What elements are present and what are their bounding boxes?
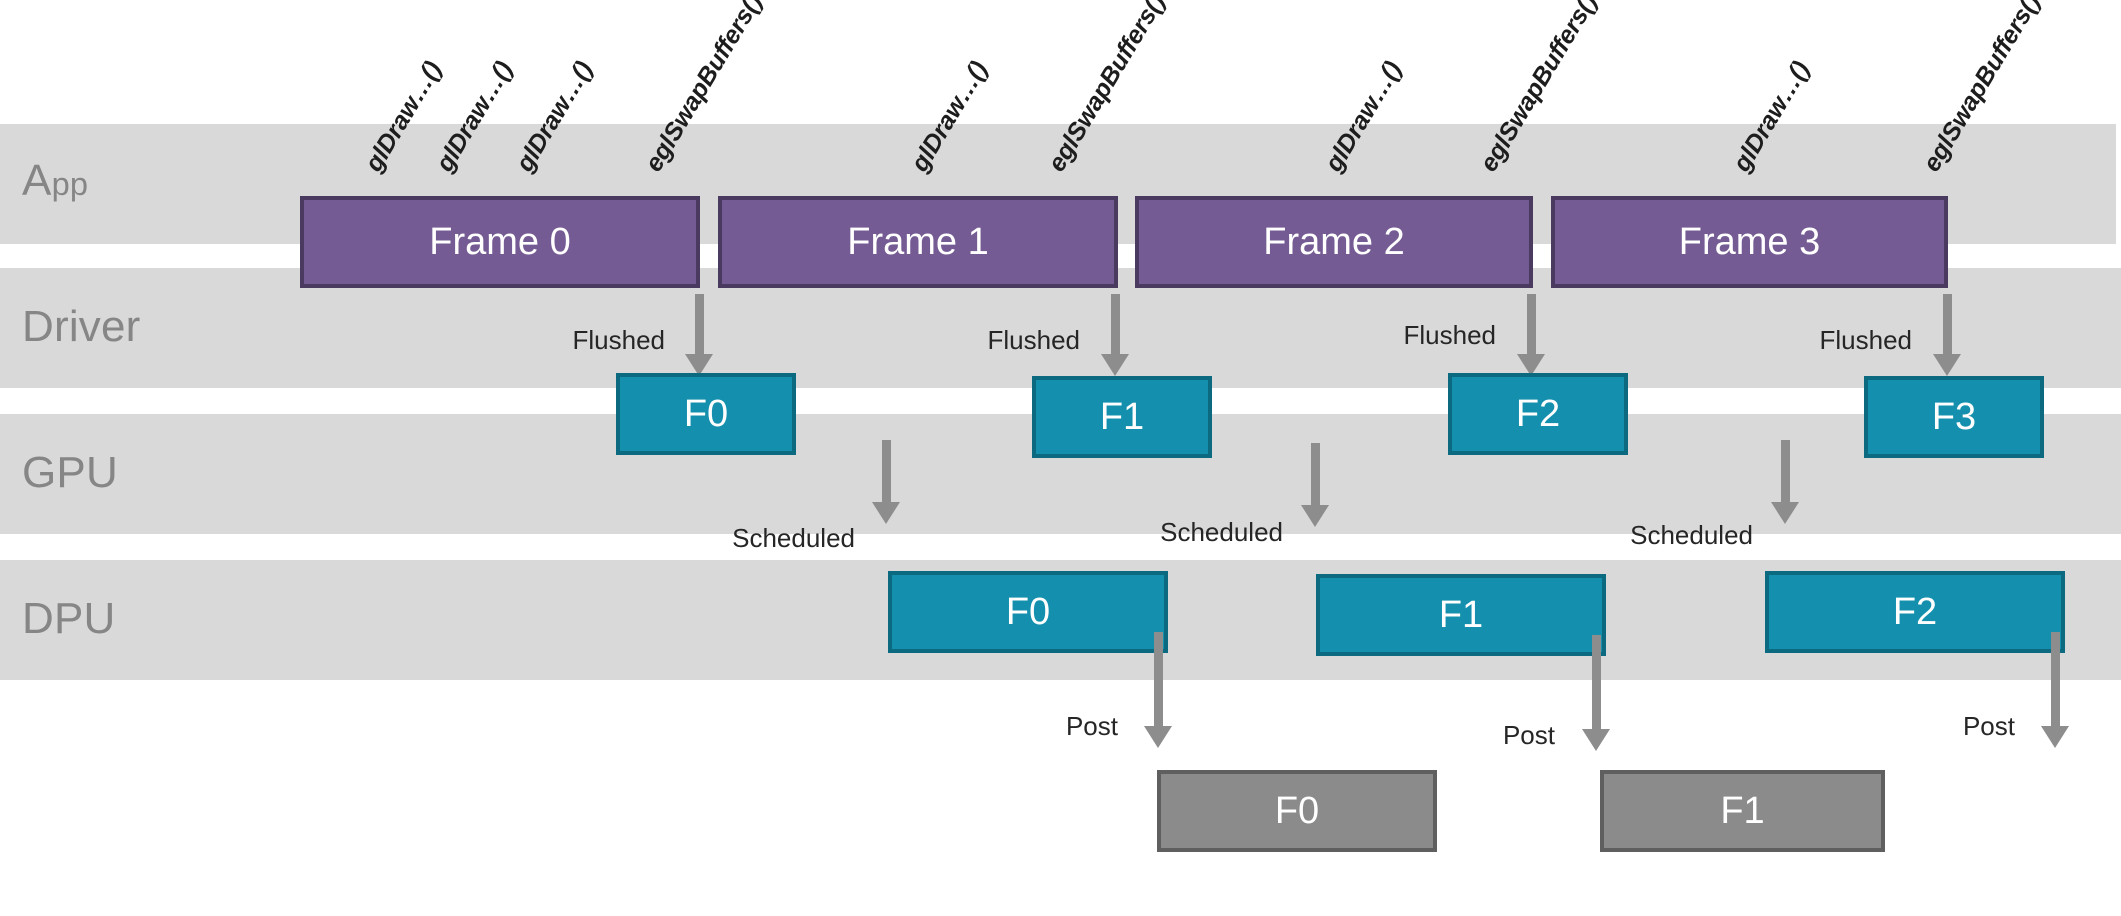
arrow-head — [1933, 354, 1961, 376]
arrow-shaft — [1591, 635, 1601, 729]
transition-label-post-0: Post — [1065, 711, 1118, 741]
transition-label-scheduled-1: Scheduled — [1160, 517, 1283, 547]
transition-arrow-scheduled-0 — [871, 440, 901, 524]
arrow-head — [1301, 505, 1329, 527]
arrow-head — [1144, 726, 1172, 748]
driver-frame-block-0[interactable]: F0 — [616, 373, 796, 455]
lane-label-gpu-text: GPU — [22, 448, 118, 497]
arrow-head — [685, 354, 713, 376]
app-frame-block-1[interactable]: Frame 1 — [718, 196, 1118, 288]
lane-band-driver — [0, 268, 2121, 388]
driver-frame-block-2[interactable]: F2 — [1448, 373, 1628, 455]
arrow-head — [1517, 354, 1545, 376]
arrow-shaft — [1942, 294, 1952, 354]
arrow-head — [1101, 354, 1129, 376]
arrow-head — [1771, 502, 1799, 524]
gpu-frame-block-2[interactable]: F2 — [1765, 571, 2065, 653]
gpu-frame-block-0[interactable]: F0 — [888, 571, 1168, 653]
gpu-frame-block-1[interactable]: F1 — [1316, 574, 1606, 656]
transition-arrow-flushed-2 — [1516, 294, 1546, 376]
transition-arrow-post-1 — [1581, 635, 1611, 751]
arrow-shaft — [881, 440, 891, 502]
lane-label-gpu: GPU — [22, 448, 118, 498]
lane-label-driver-text: Driver — [22, 302, 141, 351]
app-frame-block-2[interactable]: Frame 2 — [1135, 196, 1533, 288]
transition-arrow-flushed-3 — [1932, 294, 1962, 376]
transition-arrow-flushed-0 — [684, 294, 714, 376]
lane-label-app-first: A — [22, 156, 52, 205]
transition-arrow-post-2 — [2040, 632, 2070, 748]
transition-arrow-scheduled-1 — [1300, 443, 1330, 527]
arrow-shaft — [1153, 632, 1163, 726]
arrow-head — [872, 502, 900, 524]
dpu-frame-block-1[interactable]: F1 — [1600, 770, 1885, 852]
transition-label-scheduled-0: Scheduled — [732, 523, 855, 553]
dpu-frame-block-0[interactable]: F0 — [1157, 770, 1437, 852]
transition-label-flushed-3: Flushed — [1819, 325, 1913, 355]
transition-arrow-post-0 — [1143, 632, 1173, 748]
arrow-shaft — [1110, 294, 1120, 354]
lane-label-app-rest: pp — [51, 166, 89, 202]
app-frame-block-0[interactable]: Frame 0 — [300, 196, 700, 288]
transition-label-post-1: Post — [1502, 720, 1555, 750]
lane-label-dpu: DPU — [22, 594, 116, 644]
arrow-shaft — [1780, 440, 1790, 502]
arrow-shaft — [2050, 632, 2060, 726]
driver-frame-block-3[interactable]: F3 — [1864, 376, 2044, 458]
transition-label-flushed-2: Flushed — [1403, 320, 1497, 350]
transition-label-scheduled-2: Scheduled — [1630, 520, 1753, 550]
transition-arrow-flushed-1 — [1100, 294, 1130, 376]
arrow-head — [1582, 729, 1610, 751]
lane-label-driver: Driver — [22, 302, 141, 352]
transition-arrow-scheduled-2 — [1770, 440, 1800, 524]
lane-label-app: App — [22, 156, 88, 206]
transition-label-post-2: Post — [1962, 711, 2015, 741]
transition-label-flushed-0: Flushed — [572, 325, 666, 355]
arrow-shaft — [694, 294, 704, 354]
transition-label-flushed-1: Flushed — [987, 325, 1081, 355]
driver-frame-block-1[interactable]: F1 — [1032, 376, 1212, 458]
lane-label-dpu-text: DPU — [22, 594, 116, 643]
arrow-shaft — [1526, 294, 1536, 354]
arrow-head — [2041, 726, 2069, 748]
arrow-shaft — [1310, 443, 1320, 505]
app-frame-block-3[interactable]: Frame 3 — [1551, 196, 1948, 288]
